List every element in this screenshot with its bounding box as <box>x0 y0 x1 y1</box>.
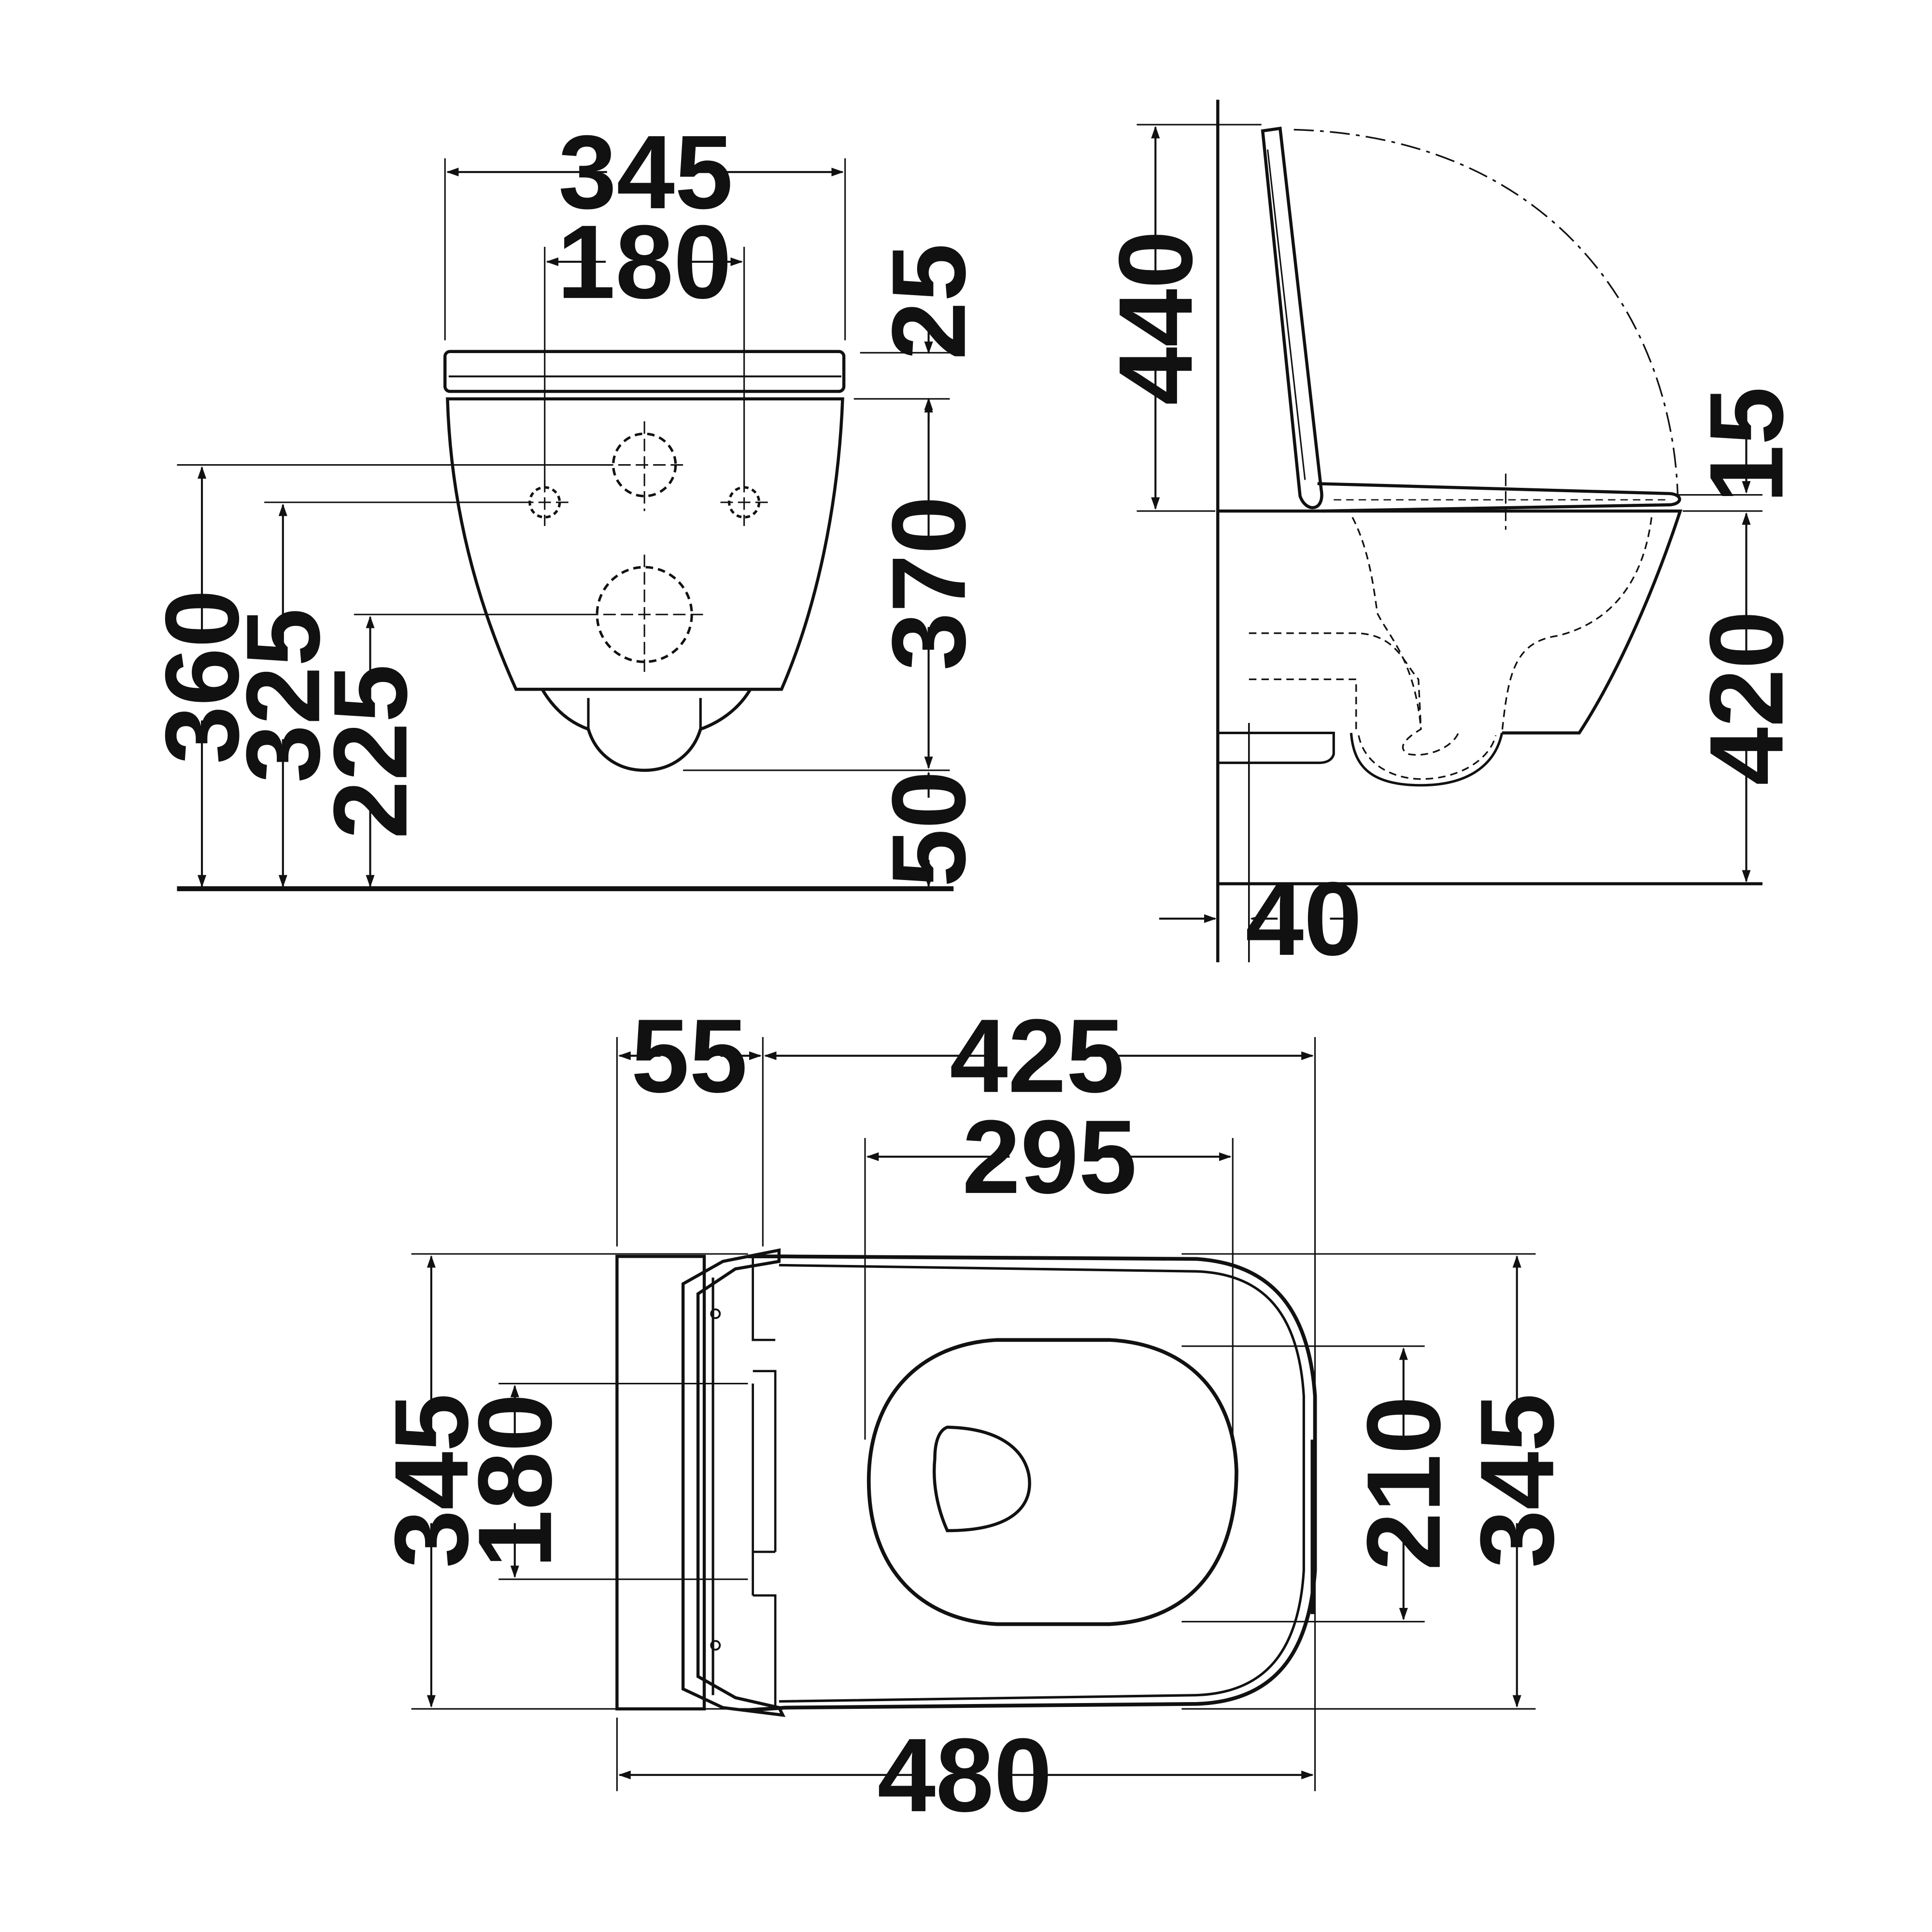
hinge-block <box>681 1248 786 1717</box>
dim-top-overall-length: 480 <box>878 1717 1052 1833</box>
bowl-outline-side <box>1218 509 1683 735</box>
lid-swing-arc <box>1293 128 1679 497</box>
seat-top-outline <box>748 1254 1317 1712</box>
top-view: 55 425 295 345 180 210 345 480 <box>373 997 1576 1833</box>
seat-opening <box>867 1338 1238 1626</box>
dim-top-bolt-spacing: 180 <box>456 1393 573 1568</box>
outlet-spigot-side <box>1350 732 1504 787</box>
dim-side-wall-offset: 40 <box>1246 860 1362 977</box>
dim-side-seat-gap: 15 <box>1688 387 1804 503</box>
dim-top-opening-width: 210 <box>1345 1396 1462 1571</box>
seat-front <box>443 350 846 393</box>
outlet-spigot-front <box>540 688 752 772</box>
dim-front-seat-thickness: 25 <box>870 243 987 360</box>
dim-front-bolt-spacing: 180 <box>557 203 732 320</box>
dim-top-back-depth: 55 <box>631 997 748 1114</box>
dim-front-bolt-height: 325 <box>225 608 341 783</box>
side-view: 440 15 420 40 <box>1097 99 1804 977</box>
wall-plate <box>615 1255 706 1711</box>
seat-side <box>1317 482 1681 513</box>
dim-front-bowl-height: 370 <box>870 496 987 671</box>
lid-raised <box>1261 127 1323 510</box>
front-view: 345 180 25 370 50 360 325 225 <box>143 114 987 892</box>
dim-front-bottom-clearance: 50 <box>870 771 987 887</box>
dim-top-opening-length: 295 <box>962 1098 1137 1215</box>
dim-top-front-depth: 425 <box>950 997 1124 1114</box>
dim-side-lid-height: 440 <box>1097 230 1214 405</box>
dim-front-width: 345 <box>558 114 733 230</box>
dim-front-inlet-height: 360 <box>143 589 260 764</box>
dim-top-width-left: 345 <box>373 1393 490 1568</box>
dim-side-rim-height: 420 <box>1688 611 1804 785</box>
bowl-outline-front <box>446 397 844 691</box>
dim-top-width-right: 345 <box>1459 1393 1576 1568</box>
bowl-hole-top <box>932 1425 1031 1533</box>
dim-front-outlet-height: 225 <box>312 664 428 839</box>
